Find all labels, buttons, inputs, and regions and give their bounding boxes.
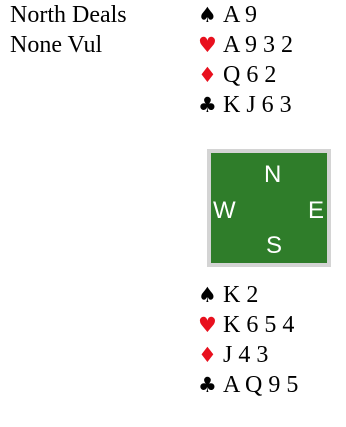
- compass-north: N: [264, 161, 282, 188]
- south-diamonds-row: ♦ J 4 3: [198, 340, 298, 370]
- deal-info: North Deals None Vul: [10, 0, 127, 60]
- compass-south: S: [266, 232, 283, 259]
- compass-table: N W E S: [207, 149, 331, 267]
- diamond-icon: ♦: [198, 63, 217, 87]
- north-spades-row: ♠ A 9: [198, 0, 293, 30]
- north-hand: ♠ A 9 ♥ A 9 3 2 ♦ Q 6 2 ♣ K J 6 3: [198, 0, 293, 120]
- north-diamonds-cards: Q 6 2: [223, 62, 277, 88]
- diamond-icon: ♦: [198, 343, 217, 367]
- north-hearts-row: ♥ A 9 3 2: [198, 30, 293, 60]
- club-icon: ♣: [198, 93, 217, 117]
- south-diamonds-cards: J 4 3: [223, 342, 269, 368]
- south-hearts-row: ♥ K 6 5 4: [198, 310, 298, 340]
- spade-icon: ♠: [198, 283, 217, 307]
- north-diamonds-row: ♦ Q 6 2: [198, 60, 293, 90]
- north-spades-cards: A 9: [223, 2, 258, 28]
- compass-west: W: [213, 197, 236, 224]
- compass-east: E: [307, 197, 324, 224]
- vulnerability-label: None Vul: [10, 32, 103, 58]
- north-clubs-row: ♣ K J 6 3: [198, 90, 293, 120]
- north-clubs-cards: K J 6 3: [223, 92, 292, 118]
- club-icon: ♣: [198, 373, 217, 397]
- south-hand: ♠ K 2 ♥ K 6 5 4 ♦ J 4 3 ♣ A Q 9 5: [198, 280, 298, 400]
- south-spades-cards: K 2: [223, 282, 259, 308]
- south-spades-row: ♠ K 2: [198, 280, 298, 310]
- spade-icon: ♠: [198, 3, 217, 27]
- south-clubs-cards: A Q 9 5: [223, 372, 299, 398]
- south-clubs-row: ♣ A Q 9 5: [198, 370, 298, 400]
- south-hearts-cards: K 6 5 4: [223, 312, 295, 338]
- heart-icon: ♥: [198, 313, 217, 337]
- dealer-label: North Deals: [10, 2, 127, 28]
- heart-icon: ♥: [198, 33, 217, 57]
- north-hearts-cards: A 9 3 2: [223, 32, 294, 58]
